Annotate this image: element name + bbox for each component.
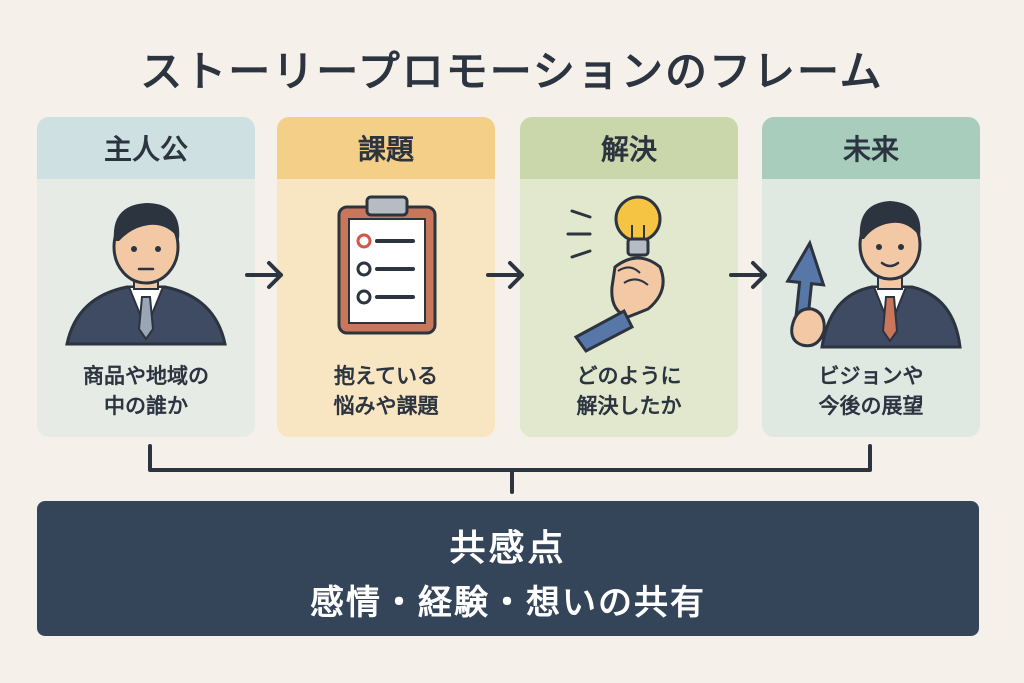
card-description: ビジョンや 今後の展望 — [818, 364, 924, 418]
arrow-right-icon — [245, 261, 283, 289]
arrow-right-icon — [486, 261, 524, 289]
clipboard-icon — [337, 195, 437, 335]
card-header: 未来 — [762, 117, 980, 179]
card-problem: 課題 抱えている 悩みや課題 — [277, 117, 495, 437]
summary-heading: 共感点 — [449, 528, 567, 569]
card-description: 商品や地域の 中の誰か — [83, 364, 209, 418]
summary-detail: 感情・経験・想いの共有 — [310, 583, 706, 623]
card-header: 主人公 — [37, 117, 255, 179]
card-description: 抱えている 悩みや課題 — [333, 364, 439, 418]
card-header: 解決 — [520, 117, 738, 179]
card-future: 未来 ビジョンや 今後の展望 — [762, 117, 980, 437]
person-icon — [65, 203, 227, 346]
lightbulb-hand-icon — [566, 195, 665, 353]
card-description: どのように 解決したか — [576, 364, 682, 418]
card-header: 課題 — [277, 117, 495, 179]
summary-box: 共感点 感情・経験・想いの共有 — [37, 501, 979, 636]
card-solution: 解決 どのように 解決したか — [520, 117, 738, 437]
page-title: ストーリープロモーションのフレーム — [140, 47, 884, 96]
arrow-right-icon — [729, 261, 767, 289]
person-pointing-up-icon — [785, 201, 962, 349]
card-protagonist: 主人公 商品や地域の 中の誰か — [37, 117, 255, 437]
